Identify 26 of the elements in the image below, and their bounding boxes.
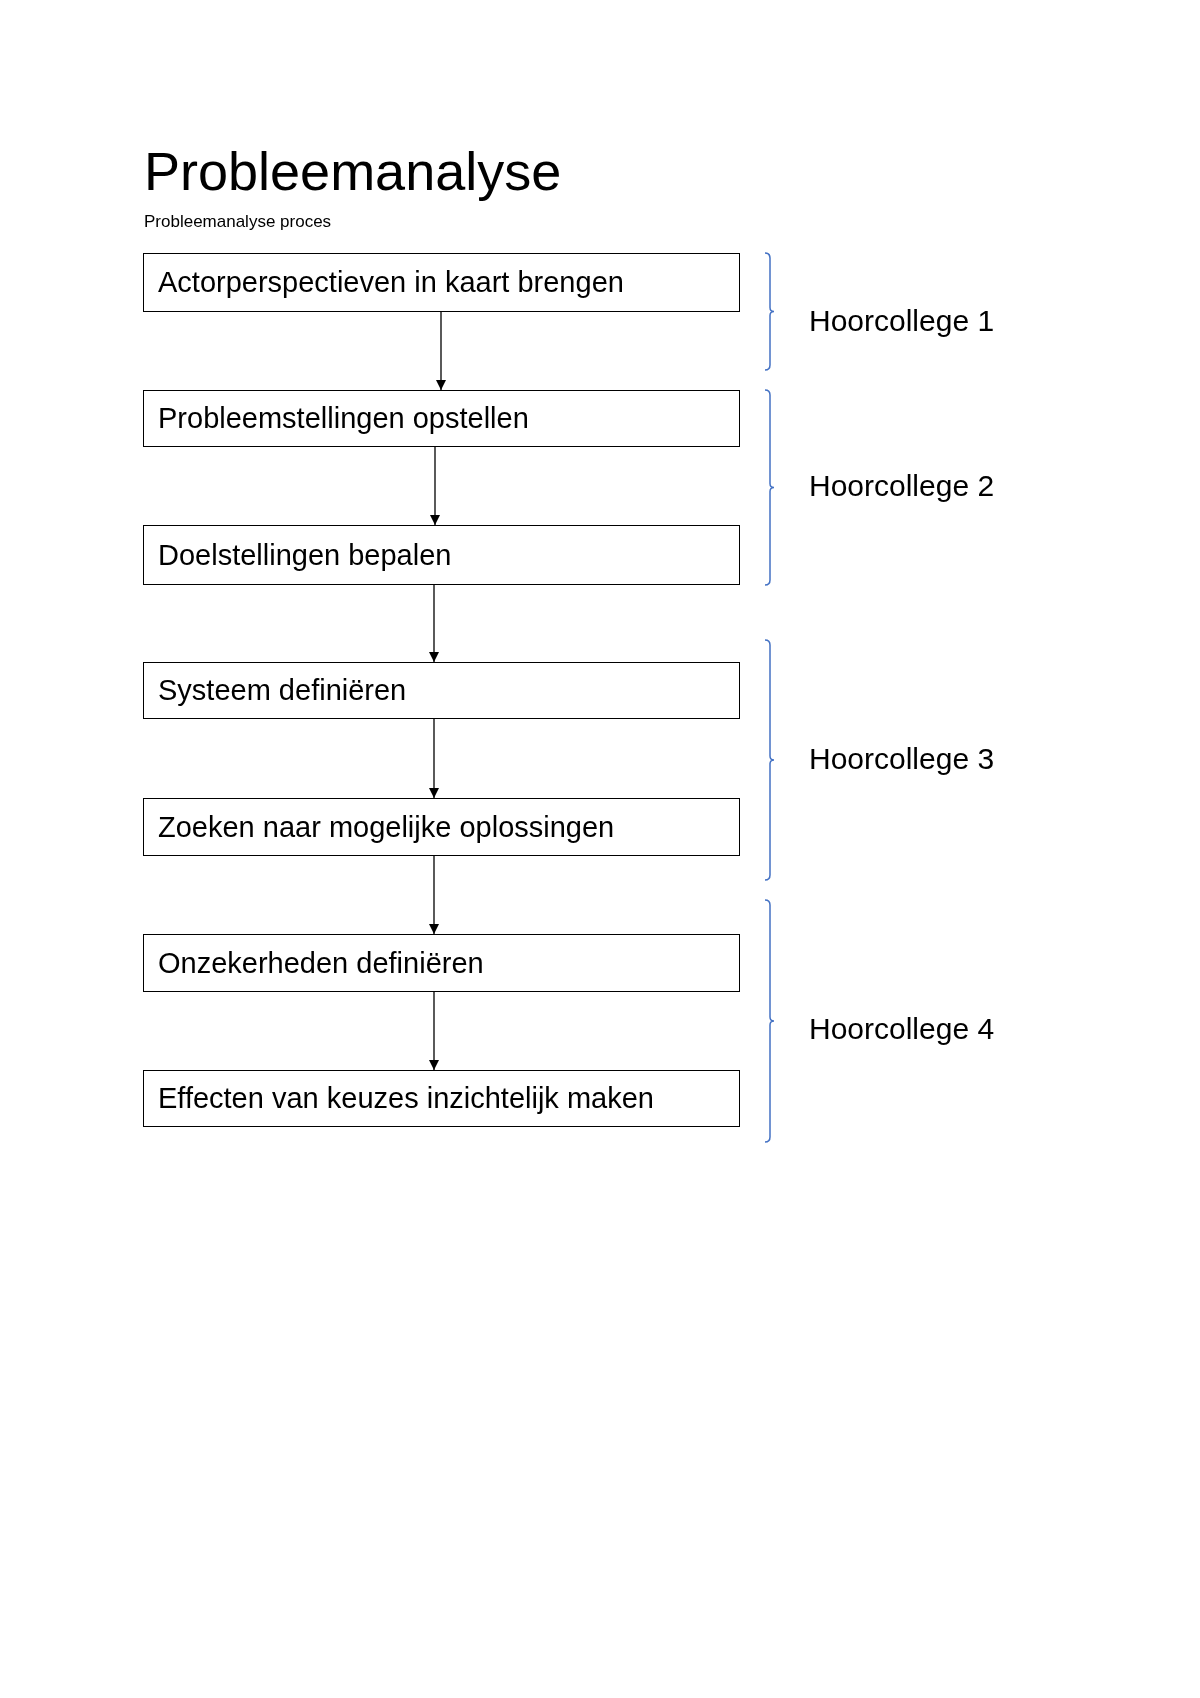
step-text: Zoeken naar mogelijke oplossingen [158, 810, 615, 844]
step-text: Onzekerheden definiëren [158, 946, 484, 980]
lecture-label: Hoorcollege 4 [809, 1012, 995, 1046]
arrow [428, 584, 440, 663]
step-text: Actorperspectieven in kaart brengen [158, 266, 624, 299]
process-box [143, 798, 740, 856]
lecture-label: Hoorcollege 3 [809, 742, 995, 776]
lecture-label: Hoorcollege 1 [809, 304, 995, 338]
process-box [143, 253, 740, 312]
step-text: Effecten van keuzes inzichtelijk maken [158, 1082, 654, 1115]
arrow [428, 855, 440, 935]
process-box [143, 934, 740, 992]
process-box [143, 525, 740, 585]
arrow [429, 446, 441, 526]
process-box [143, 1070, 740, 1127]
step-text: Probleemstellingen opstellen [158, 402, 529, 435]
arrow [428, 718, 440, 799]
process-box [143, 662, 740, 719]
process-box [143, 390, 740, 447]
arrow [435, 311, 447, 391]
step-text: Systeem definiëren [158, 674, 407, 707]
subtitle: Probleemanalyse proces [144, 212, 332, 232]
title: Probleemanalyse [144, 140, 562, 202]
arrow [428, 991, 440, 1071]
step-text: Doelstellingen bepalen [158, 538, 452, 572]
lecture-label: Hoorcollege 2 [809, 469, 995, 503]
